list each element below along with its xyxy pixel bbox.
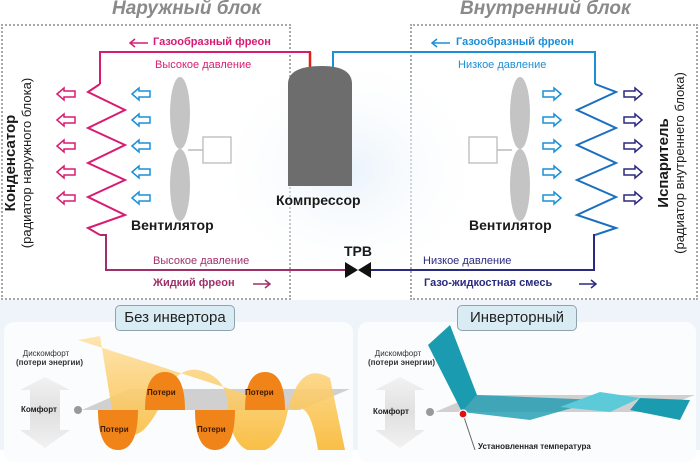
outdoor-fan-label: Вентилятор: [131, 217, 214, 233]
air-in-arrow-icon: [130, 112, 151, 128]
liquid-label: Жидкий фреон: [153, 277, 235, 289]
indoor-fan-motor: [468, 136, 498, 164]
comfort-marker-left: [74, 406, 82, 414]
cold-air-out-arrow-icon: [623, 112, 644, 128]
valve-label: ТРВ: [344, 243, 372, 259]
comparison-graphics: [20, 325, 695, 450]
outdoor-fan-motor: [202, 136, 232, 164]
outdoor-unit-title: Наружный блок: [112, 0, 262, 19]
compressor-label: Компрессор: [276, 192, 361, 208]
hot-air-out-arrow-icon: [55, 112, 76, 128]
indoor-fan-blade-top: [510, 77, 530, 149]
indoor-low-pressure-top: Низкое давление: [458, 59, 547, 71]
loss-label-4: Потери: [197, 425, 226, 434]
refrigeration-cycle-diagram: [55, 38, 644, 290]
inverter-comfort: Комфорт: [373, 407, 409, 416]
hot-air-out-arrow-icon: [55, 164, 76, 180]
indoor-fan-blade-bottom: [510, 149, 530, 221]
condenser-coil: [85, 83, 128, 236]
outdoor-high-pressure-top: Высокое давление: [155, 59, 252, 71]
set-temperature-marker: [458, 409, 468, 419]
indoor-unit-title: Внутренний блок: [460, 0, 631, 19]
loss-bump-3: [195, 410, 235, 450]
comfort-arrow-right: [375, 377, 425, 448]
inverter-discomfort-text: Дискомфорт: [374, 349, 422, 358]
hot-air-out-arrow-icon: [55, 138, 76, 154]
inverter-ribbon-rise: [428, 325, 477, 412]
inverter-discomfort: Дискомфорт (потери энергии): [368, 349, 435, 367]
outdoor-high-pressure-bottom: Высокое давление: [153, 255, 250, 267]
cold-air-out-arrow-icon: [623, 190, 644, 206]
comfort-arrow-left: [20, 377, 70, 448]
air-in-arrow-icon: [130, 164, 151, 180]
inverter-energy-loss: (потери энергии): [368, 358, 435, 367]
loss-bump-4: [245, 372, 285, 410]
temperature-ribbon-no-inverter: [78, 336, 345, 450]
mix-pipe: [370, 234, 595, 271]
air-in-arrow-icon: [130, 86, 151, 102]
outdoor-fan-blade-top: [170, 77, 190, 149]
cold-air-out-arrow-icon: [623, 164, 644, 180]
no-inverter-discomfort-text: Дискомфорт: [22, 349, 70, 358]
outdoor-gas-label: Газообразный фреон: [153, 36, 271, 48]
air-in-arrow-icon: [130, 138, 151, 154]
comfort-marker-right: [426, 408, 434, 416]
inverter-ribbon-mid: [560, 392, 640, 412]
cold-gas-pipe: [332, 51, 596, 84]
air-in-arrow-icon: [542, 86, 563, 102]
liquid-pipe: [100, 234, 345, 271]
indoor-low-pressure-bottom: Низкое давление: [423, 255, 512, 267]
no-inverter-button[interactable]: Без инвертора: [115, 305, 235, 331]
air-in-arrow-icon: [542, 138, 563, 154]
expansion-valve-left: [345, 262, 358, 278]
mix-label: Газо-жидкостная смесь: [424, 277, 553, 289]
hot-air-out-arrow-icon: [55, 190, 76, 206]
loss-label-1: Потери: [147, 388, 176, 397]
indoor-gas-label: Газообразный фреон: [456, 36, 574, 48]
indoor-fan-label: Вентилятор: [469, 217, 552, 233]
air-in-arrow-icon: [542, 112, 563, 128]
expansion-valve-right: [358, 262, 371, 278]
loss-bump-1: [98, 410, 138, 450]
evaporator-coil: [574, 83, 620, 236]
air-in-arrow-icon: [542, 190, 563, 206]
no-inverter-discomfort: Дискомфорт (потери энергии): [16, 349, 83, 367]
air-in-arrow-icon: [542, 164, 563, 180]
loss-label-2: Потери: [245, 388, 274, 397]
compressor-body: [288, 66, 352, 186]
hot-air-out-arrow-icon: [55, 86, 76, 102]
outdoor-fan-blade-bottom: [170, 149, 190, 221]
cold-air-out-arrow-icon: [623, 138, 644, 154]
set-temperature-label: Установленная температура: [478, 442, 591, 451]
cold-air-out-arrow-icon: [623, 86, 644, 102]
loss-label-3: Потери: [100, 425, 129, 434]
air-in-arrow-icon: [130, 190, 151, 206]
inverter-button[interactable]: Инверторный: [457, 305, 577, 331]
no-inverter-comfort: Комфорт: [21, 405, 57, 414]
loss-bump-2: [145, 372, 185, 410]
no-inverter-energy-loss: (потери энергии): [16, 358, 83, 367]
inverter-ribbon-flat: [462, 395, 600, 420]
inverter-ribbon-end: [630, 398, 690, 420]
